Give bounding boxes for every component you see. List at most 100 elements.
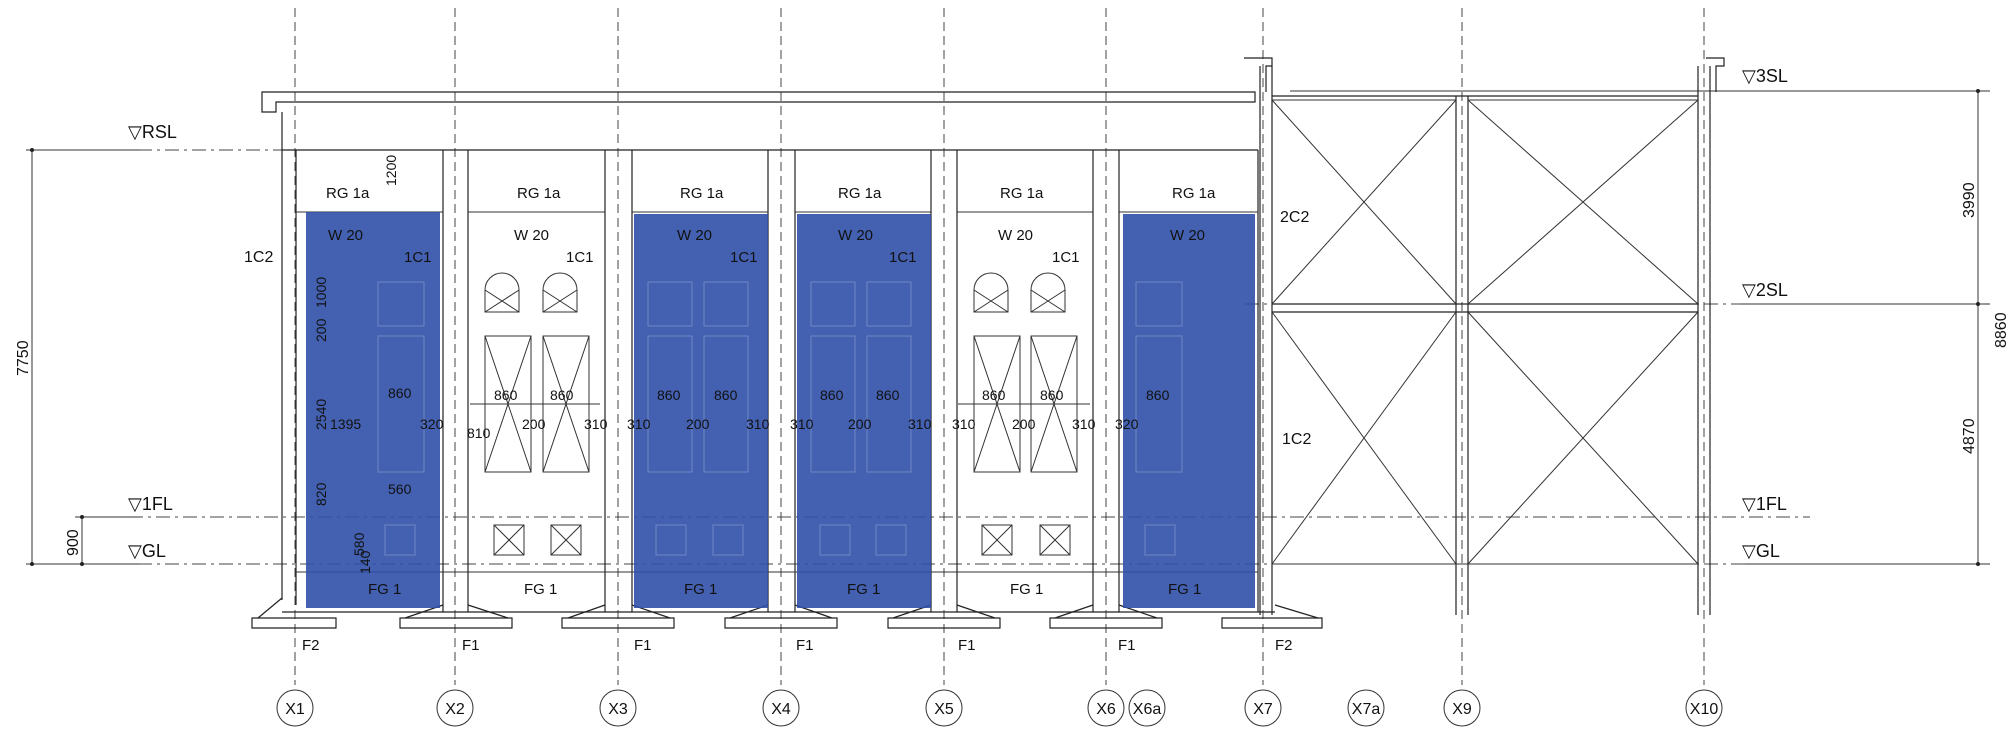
dim-left-gl-fl: 900: [65, 529, 82, 556]
column-label: 1C1: [730, 249, 758, 266]
grid-bubble-x4: X4: [771, 701, 791, 718]
dim-v-2540: 2540: [313, 399, 329, 430]
grid-bubble-x6: X6: [1096, 701, 1116, 718]
level-3sl: ▽3SL: [1742, 66, 1788, 86]
footing-label: F1: [462, 637, 480, 654]
dim-w-860: 860: [876, 387, 900, 403]
dim-w-310: 310: [627, 416, 651, 432]
dim-w-200: 200: [1012, 416, 1036, 432]
level-gl: ▽GL: [128, 541, 166, 561]
beam-label: RG 1a: [326, 185, 370, 202]
level-2sl: ▽2SL: [1742, 280, 1788, 300]
grid-bubble-x1: X1: [285, 701, 305, 718]
foundation-beam-label: FG 1: [1168, 581, 1201, 598]
footing-label: F1: [796, 637, 814, 654]
grid-bubble-x3: X3: [608, 701, 628, 718]
column-label: 1C1: [404, 249, 432, 266]
wall-label: W 20: [677, 227, 712, 244]
dim-right-total: 8860: [1993, 312, 2010, 348]
window-openings: [470, 272, 1090, 556]
footing-label: F2: [302, 637, 320, 654]
dim-w-860: 860: [982, 387, 1006, 403]
grid-bubble-x7a: X7a: [1352, 701, 1381, 718]
grid-bubble-x7: X7: [1253, 701, 1273, 718]
footing-label: F1: [634, 637, 652, 654]
dim-w-860: 860: [714, 387, 738, 403]
highlight-bay-4: [797, 214, 931, 608]
foundation-beam-label: FG 1: [524, 581, 557, 598]
foundation-beam-label: FG 1: [684, 581, 717, 598]
dim-w-320: 320: [420, 416, 444, 432]
dim-w-310: 310: [952, 416, 976, 432]
column-label: 1C1: [889, 249, 917, 266]
footing-label: F1: [1118, 637, 1136, 654]
foundation-beam-label: FG 1: [368, 581, 401, 598]
frame-structure: [251, 57, 1725, 629]
dim-v-140: 140: [357, 550, 373, 574]
level-gl-right: ▽GL: [1742, 541, 1780, 561]
level-1fl-right: ▽1FL: [1742, 494, 1787, 514]
beam-label: RG 1a: [517, 185, 561, 202]
beam-label: RG 1a: [838, 185, 882, 202]
opening-dimensions: 1200 1000 200 2540 820 580 140 1395 860 …: [313, 155, 1170, 574]
footing-label: F2: [1275, 637, 1293, 654]
wall-label: W 20: [998, 227, 1033, 244]
beam-label: RG 1a: [1172, 185, 1216, 202]
dim-v-200: 200: [313, 318, 329, 342]
dim-w-860: 860: [388, 385, 412, 401]
dim-w-310: 310: [584, 416, 608, 432]
column-labels: 1C2 2C2 1C2: [244, 209, 1311, 448]
column-label-right-lower: 1C2: [1282, 431, 1311, 448]
right-dimensions: 3990 4870 8860 ▽3SL ▽2SL ▽1FL ▽GL: [1742, 66, 2010, 566]
dim-right-upper: 3990: [1961, 182, 1978, 218]
footing-labels: F2 F1 F1 F1 F1 F1 F2: [302, 637, 1293, 654]
dim-w-310: 310: [790, 416, 814, 432]
dim-w-200: 200: [522, 416, 546, 432]
grid-bubble-x2: X2: [445, 701, 465, 718]
wall-label: W 20: [328, 227, 363, 244]
dim-w-860: 860: [1146, 387, 1170, 403]
dim-w-860: 860: [820, 387, 844, 403]
grid-bubble-x6a: X6a: [1133, 701, 1162, 718]
column-label: 1C1: [1052, 249, 1080, 266]
highlight-bay-6: [1123, 214, 1255, 608]
level-rsl: ▽RSL: [128, 122, 177, 142]
level-1fl: ▽1FL: [128, 494, 173, 514]
dim-right-lower: 4870: [1961, 418, 1978, 454]
foundation-beam-label: FG 1: [847, 581, 880, 598]
grid-lines: [294, 8, 1705, 685]
highlighted-bays: [306, 212, 1255, 608]
bay-labels: RG 1a RG 1a RG 1a RG 1a RG 1a RG 1a W 20…: [326, 185, 1216, 598]
grid-bubble-x9: X9: [1452, 701, 1472, 718]
dim-w-860: 860: [657, 387, 681, 403]
column-label-right-upper: 2C2: [1280, 209, 1309, 226]
beam-label: RG 1a: [1000, 185, 1044, 202]
dim-w-860: 860: [1040, 387, 1064, 403]
foundation-beam-label: FG 1: [1010, 581, 1043, 598]
grid-bubble-x5: X5: [934, 701, 954, 718]
column-label-left: 1C2: [244, 249, 273, 266]
grid-bubble-x10: X10: [1690, 701, 1719, 718]
beam-label: RG 1a: [680, 185, 724, 202]
left-dimensions: 7750 900 ▽RSL ▽1FL ▽GL: [15, 122, 177, 566]
dim-top-beam: 1200: [383, 155, 399, 186]
dim-w-860: 860: [494, 387, 518, 403]
dim-w-320: 320: [1115, 416, 1139, 432]
highlight-bay-1: [306, 212, 440, 608]
wall-label: W 20: [1170, 227, 1205, 244]
dim-w-810: 810: [467, 425, 491, 441]
dim-v-820: 820: [313, 482, 329, 506]
wall-label: W 20: [838, 227, 873, 244]
dim-w-310: 310: [908, 416, 932, 432]
dim-w-310: 310: [1072, 416, 1096, 432]
dim-w-200: 200: [686, 416, 710, 432]
grid-axis-bubbles: X1 X2 X3 X4 X5 X6 X6a X7 X7a X9 X10: [276, 689, 1723, 727]
dim-w-200: 200: [848, 416, 872, 432]
dim-left-total: 7750: [15, 340, 32, 376]
wall-label: W 20: [514, 227, 549, 244]
dim-h-1395: 1395: [330, 416, 361, 432]
dim-w-860: 860: [550, 387, 574, 403]
column-label: 1C1: [566, 249, 594, 266]
dim-w-560: 560: [388, 481, 412, 497]
